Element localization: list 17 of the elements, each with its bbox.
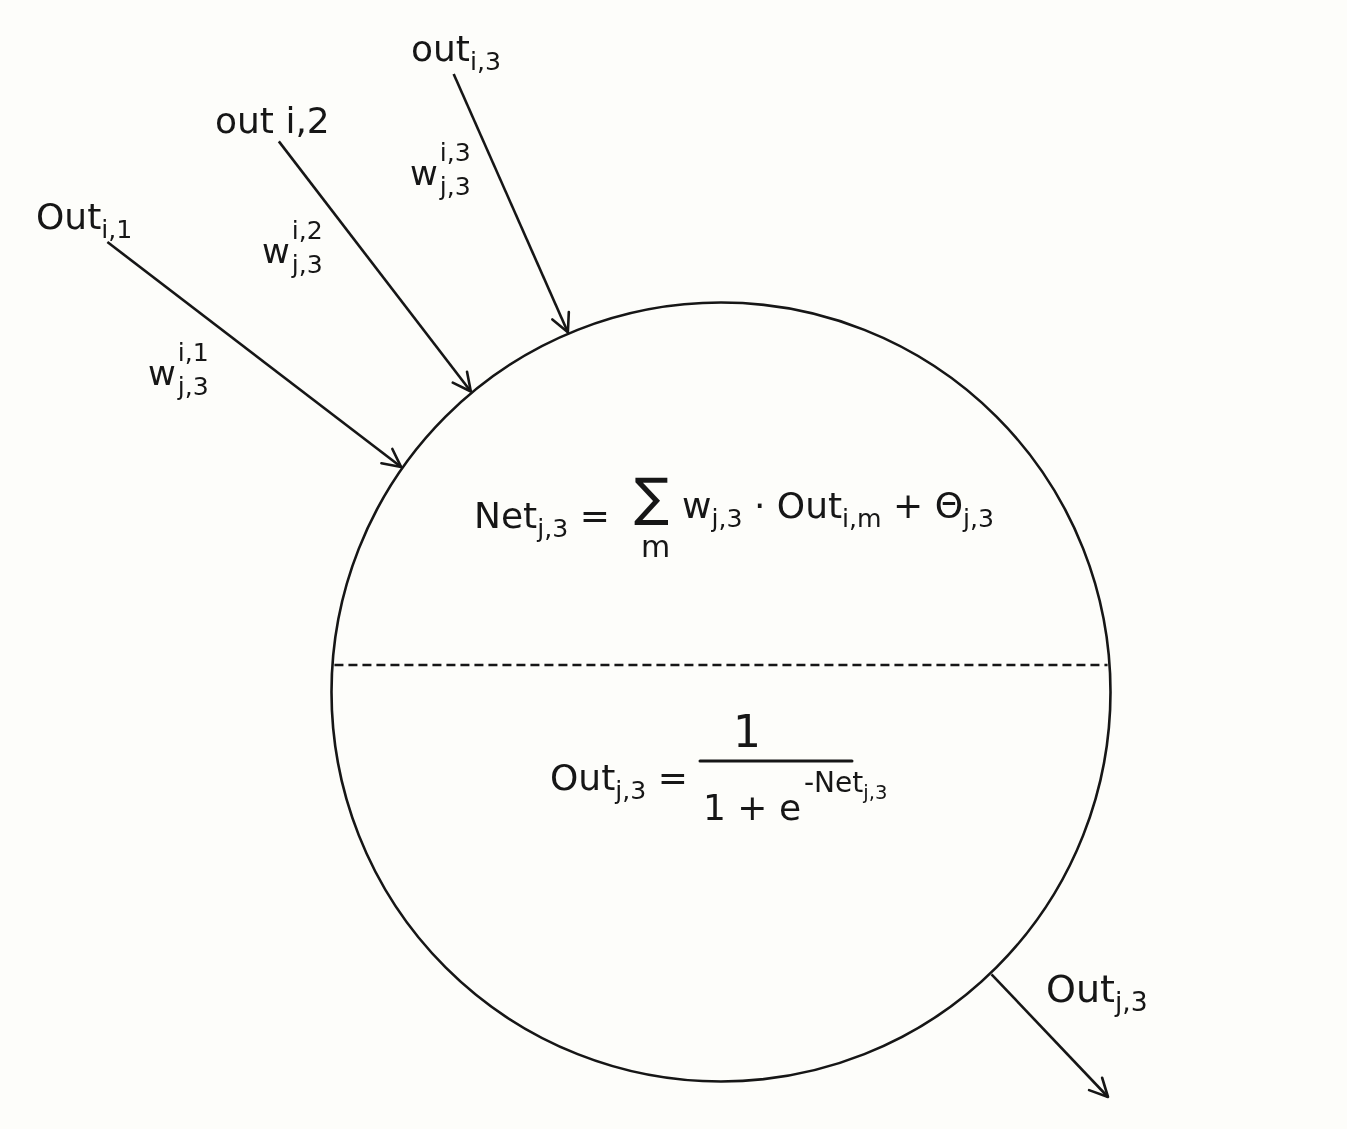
input-label: Out$_{i,1}$: [36, 196, 133, 242]
sum-index: m: [641, 530, 671, 565]
arrow: [277, 140, 473, 393]
arrow: [990, 973, 1110, 1099]
formula-text: w$_{j,3}$ · Out$_{i,m}$ + Θ$_{j,3}$: [682, 485, 995, 531]
input-label: out i,2: [215, 100, 330, 142]
formula-text: Out$_{j,3}$ =: [550, 757, 688, 803]
formula-text: Net$_{j,3}$ =: [474, 495, 610, 541]
sum-sign: ∑: [634, 468, 670, 528]
neuron-circle: [330, 301, 1112, 1083]
fraction-denominator: 1 + e: [703, 787, 802, 829]
exponent: -Net$_{j,3}$: [804, 767, 888, 803]
edge-label: Out$_{j,3}$: [1046, 968, 1148, 1016]
input-label: out$_{i,3}$: [411, 28, 501, 74]
arrow: [106, 241, 403, 469]
arrow: [452, 73, 571, 334]
fraction-numerator: 1: [733, 707, 761, 758]
